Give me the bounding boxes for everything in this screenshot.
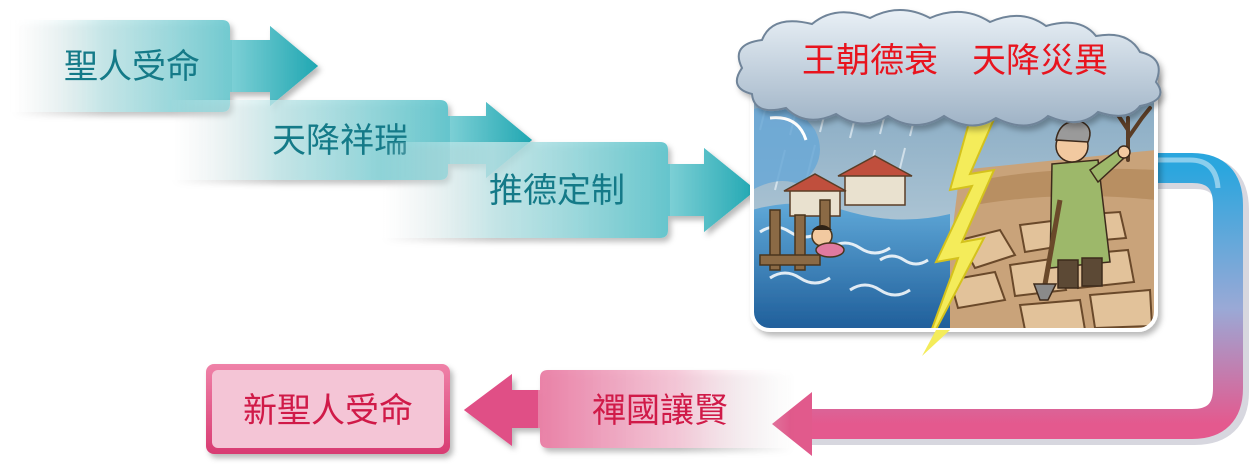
storm-cloud <box>735 9 1162 127</box>
flow-step-5 <box>464 370 790 448</box>
step-5-label: 禪國讓賢 <box>592 391 728 431</box>
step-3-label: 推德定制 <box>489 171 625 211</box>
cycle-return-arrow <box>772 153 1249 456</box>
flow-step-6 <box>206 364 450 454</box>
flow-step-1 <box>10 20 318 112</box>
disaster-label: 天降災異 <box>972 41 1108 81</box>
decline-label: 王朝德衰 <box>802 41 938 81</box>
flow-step-3 <box>380 142 756 238</box>
lightning-tail <box>922 330 950 356</box>
disaster-illustration <box>750 60 1158 332</box>
step-1-label: 聖人受命 <box>64 47 200 87</box>
step-6-label: 新聖人受命 <box>243 391 413 431</box>
